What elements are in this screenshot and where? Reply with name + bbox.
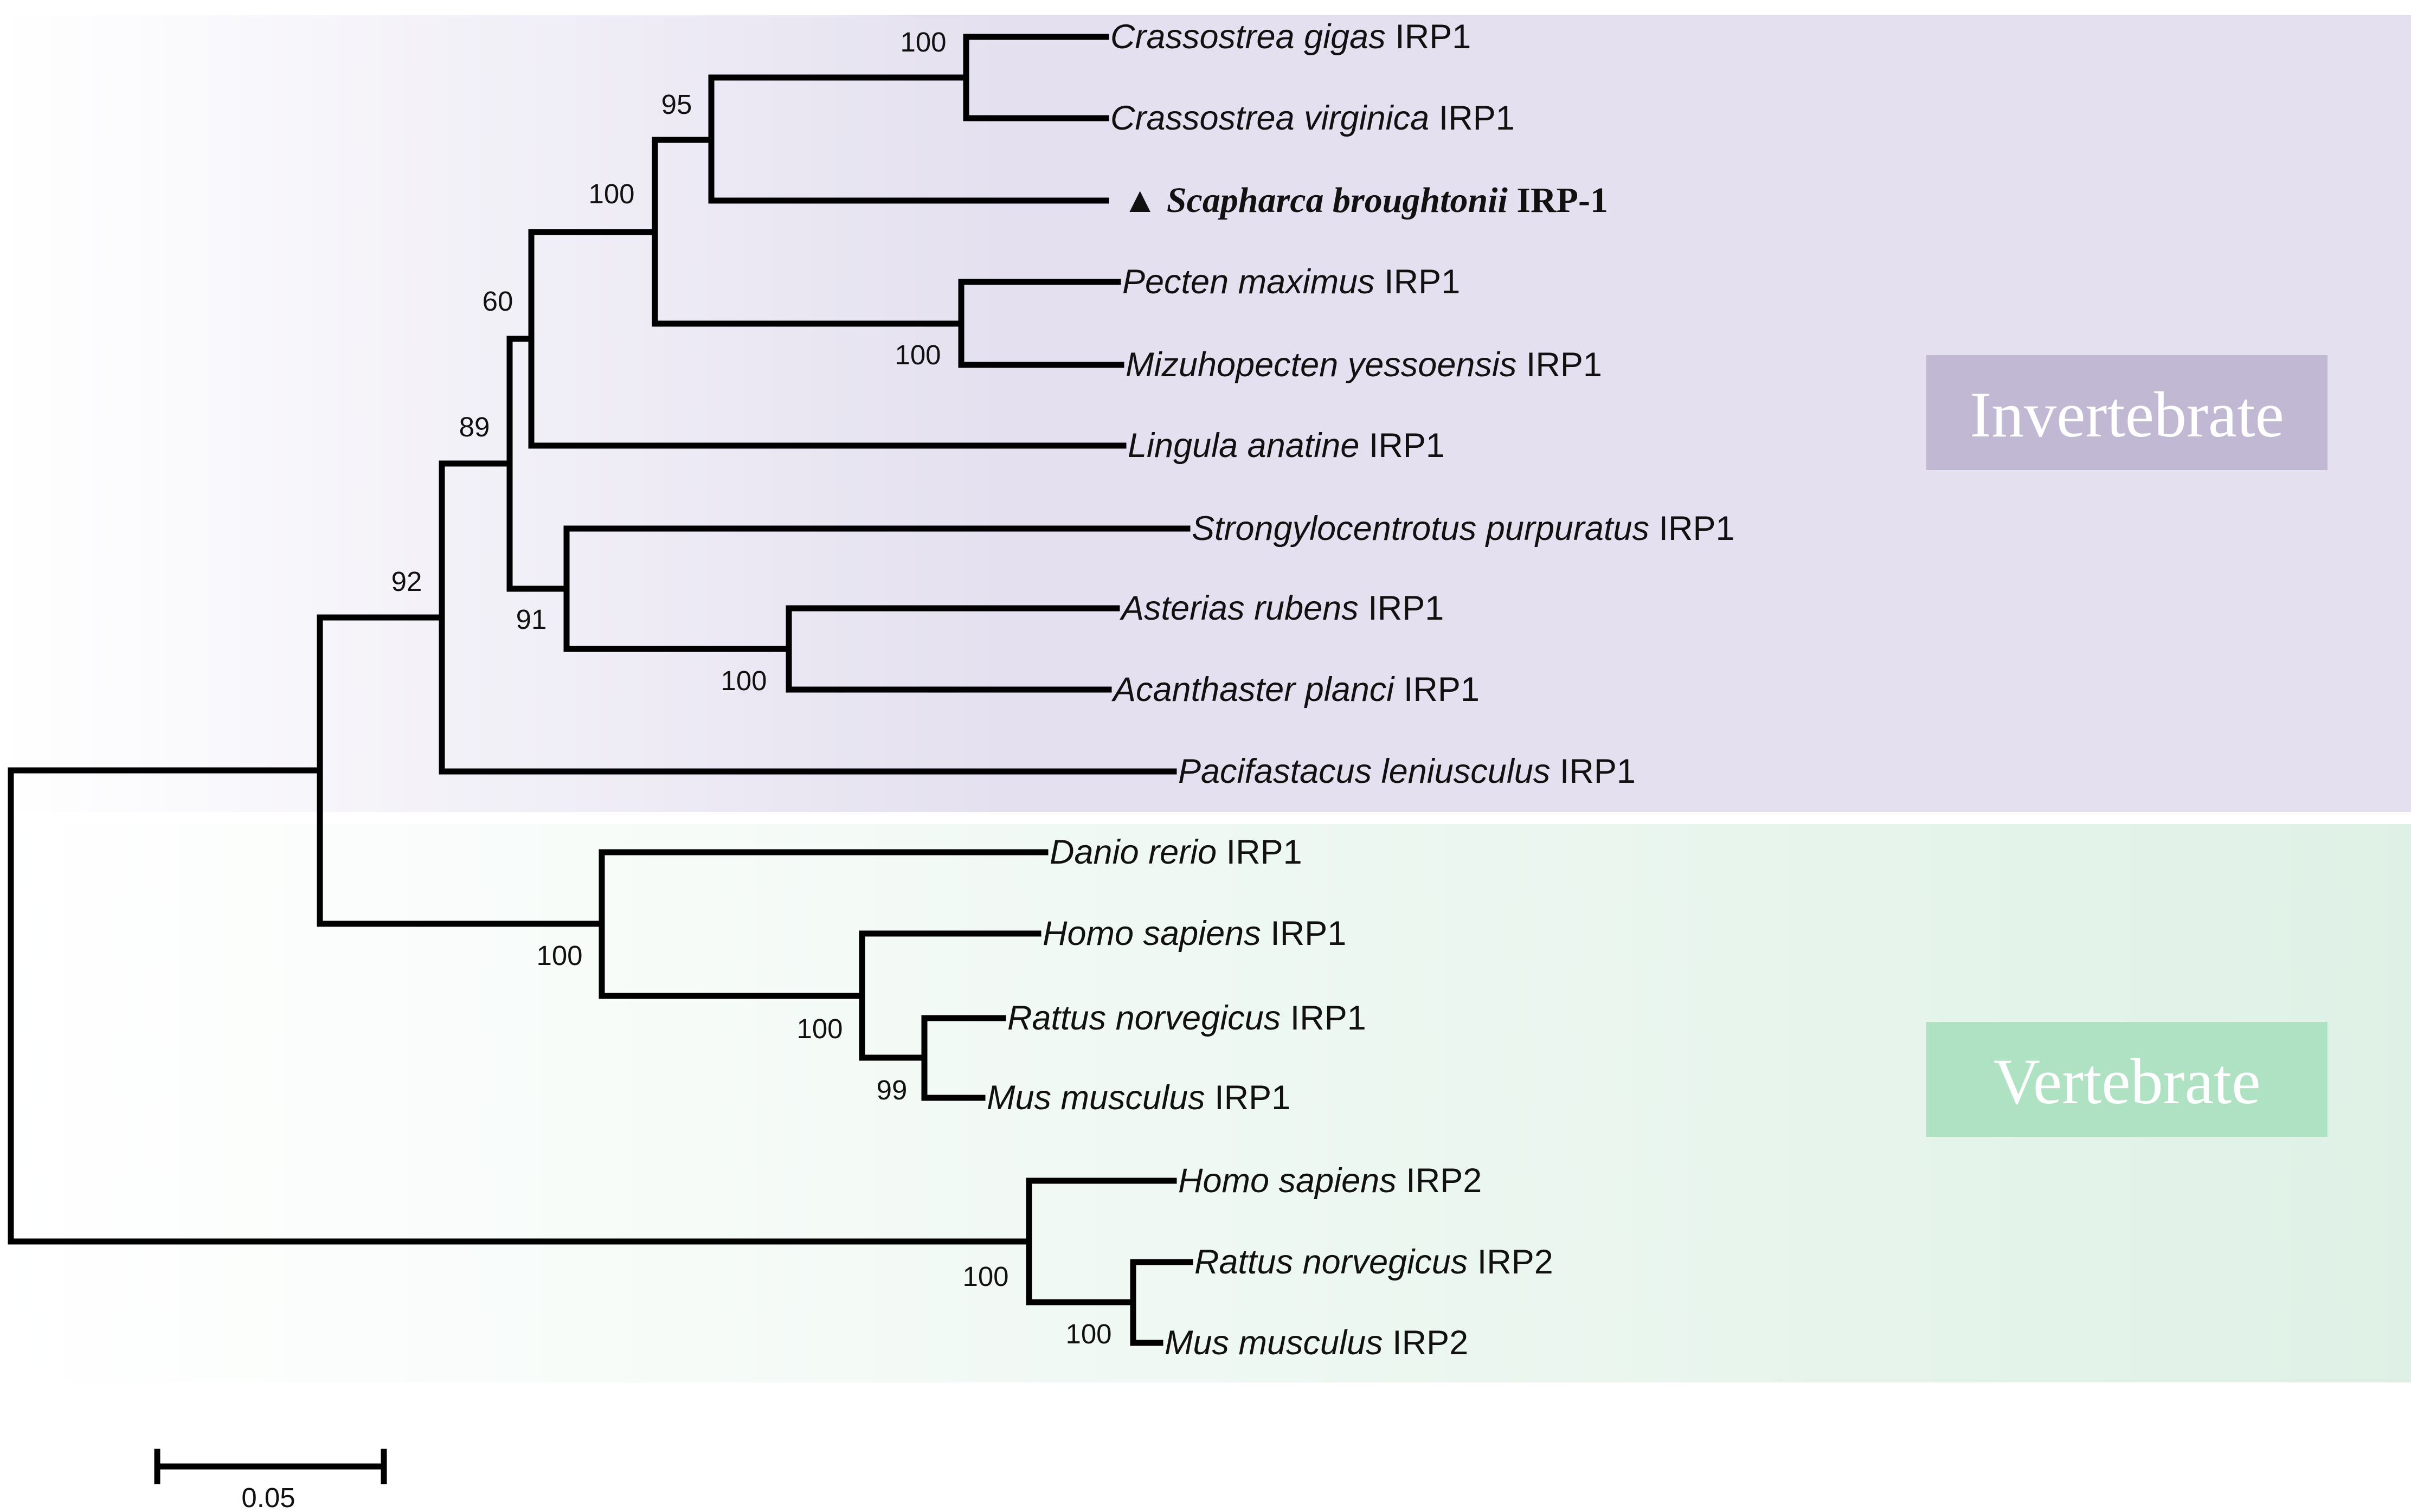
scale-bar: 0.05 <box>154 1449 387 1512</box>
gene-name: IRP2 <box>1397 1162 1482 1200</box>
bootstrap-value: 100 <box>1065 1318 1111 1349</box>
gene-name: IRP2 <box>1383 1324 1469 1362</box>
gene-name: IRP2 <box>1468 1243 1553 1281</box>
bootstrap-value: 100 <box>796 1013 843 1044</box>
taxon-label: Pacifastacus leniusculus IRP1 <box>1178 752 1636 790</box>
scale-bar-label: 0.05 <box>241 1482 295 1512</box>
gene-name: IRP1 <box>1550 752 1636 790</box>
bootstrap-value: 91 <box>516 604 547 635</box>
bootstrap-value: 89 <box>459 411 490 442</box>
species-name: Lingula anatine <box>1128 427 1359 465</box>
taxon-label: Acanthaster planci IRP1 <box>1111 671 1480 709</box>
gene-name: IRP1 <box>1359 427 1445 465</box>
species-name: Acanthaster planci <box>1111 671 1395 709</box>
gene-name: IRP1 <box>1217 833 1302 871</box>
gene-name: IRP1 <box>1429 99 1515 137</box>
bootstrap-value: 95 <box>661 89 692 120</box>
bootstrap-value: 100 <box>588 178 634 209</box>
gene-name: IRP1 <box>1205 1079 1291 1117</box>
taxon-label: Mizuhopecten yessoensis IRP1 <box>1126 346 1602 384</box>
gene-name: IRP1 <box>1516 346 1602 384</box>
taxon-label: Pecten maximus IRP1 <box>1122 263 1460 301</box>
taxon-label: ▲ Scapharca broughtonii IRP-1 <box>1122 181 1608 220</box>
taxon-label: Lingula anatine IRP1 <box>1128 427 1445 465</box>
taxon-label: Crassostrea virginica IRP1 <box>1110 99 1515 137</box>
vertebrate-label: Vertebrate <box>1993 1045 2260 1117</box>
taxon-label: Homo sapiens IRP2 <box>1178 1162 1482 1200</box>
species-name: Homo sapiens <box>1043 915 1261 953</box>
taxon-label: Danio rerio IRP1 <box>1050 833 1302 871</box>
tree-branches <box>8 34 1193 1346</box>
triangle-marker-icon: ▲ <box>1122 181 1167 220</box>
taxon-label: Crassostrea gigas IRP1 <box>1110 18 1471 56</box>
taxon-label: Asterias rubens IRP1 <box>1119 589 1444 627</box>
bootstrap-value: 92 <box>391 566 422 597</box>
gene-name: IRP1 <box>1375 263 1461 301</box>
gene-name: IRP1 <box>1386 18 1471 56</box>
bootstrap-value: 60 <box>483 286 513 317</box>
bootstrap-value: 100 <box>900 27 946 57</box>
taxon-label: Mus musculus IRP2 <box>1165 1324 1468 1362</box>
species-name: Mus musculus <box>987 1079 1205 1117</box>
species-name: Strongylocentrotus purpuratus <box>1192 510 1649 548</box>
species-name: Scapharca broughtonii <box>1167 181 1508 220</box>
vertebrate-label-box <box>1926 1022 2328 1137</box>
taxon-label: Mus musculus IRP1 <box>987 1079 1290 1117</box>
species-name: Danio rerio <box>1050 833 1217 871</box>
gene-name: IRP-1 <box>1508 181 1608 220</box>
bootstrap-value: 100 <box>962 1261 1008 1292</box>
taxon-label: Rattus norvegicus IRP2 <box>1194 1243 1553 1281</box>
gene-name: IRP1 <box>1394 671 1480 709</box>
taxon-label: Strongylocentrotus purpuratus IRP1 <box>1192 510 1735 548</box>
invertebrate-label-box <box>1926 355 2328 470</box>
gene-name: IRP1 <box>1359 589 1444 627</box>
species-name: Rattus norvegicus <box>1194 1243 1468 1281</box>
bootstrap-value: 99 <box>877 1075 908 1105</box>
bootstrap-value: 100 <box>536 940 582 971</box>
species-name: Mizuhopecten yessoensis <box>1126 346 1516 384</box>
species-name: Asterias rubens <box>1119 589 1359 627</box>
species-name: Mus musculus <box>1165 1324 1383 1362</box>
species-name: Homo sapiens <box>1178 1162 1397 1200</box>
gene-name: IRP1 <box>1261 915 1347 953</box>
species-name: Crassostrea virginica <box>1110 99 1429 137</box>
invertebrate-label: Invertebrate <box>1970 378 2284 451</box>
species-name: Rattus norvegicus <box>1007 999 1281 1037</box>
species-name: Pacifastacus leniusculus <box>1178 752 1550 790</box>
bootstrap-value: 100 <box>721 665 767 696</box>
gene-name: IRP1 <box>1281 999 1366 1037</box>
bootstrap-values: 100 95 100 100 60 89 91 100 92 100 100 99 100 100 <box>391 27 1112 1349</box>
species-name: Crassostrea gigas <box>1110 18 1386 56</box>
taxon-label: Homo sapiens IRP1 <box>1043 915 1346 953</box>
bootstrap-value: 100 <box>895 339 941 370</box>
species-name: Pecten maximus <box>1122 263 1375 301</box>
gene-name: IRP1 <box>1649 510 1735 548</box>
taxon-label: Rattus norvegicus IRP1 <box>1007 999 1366 1037</box>
